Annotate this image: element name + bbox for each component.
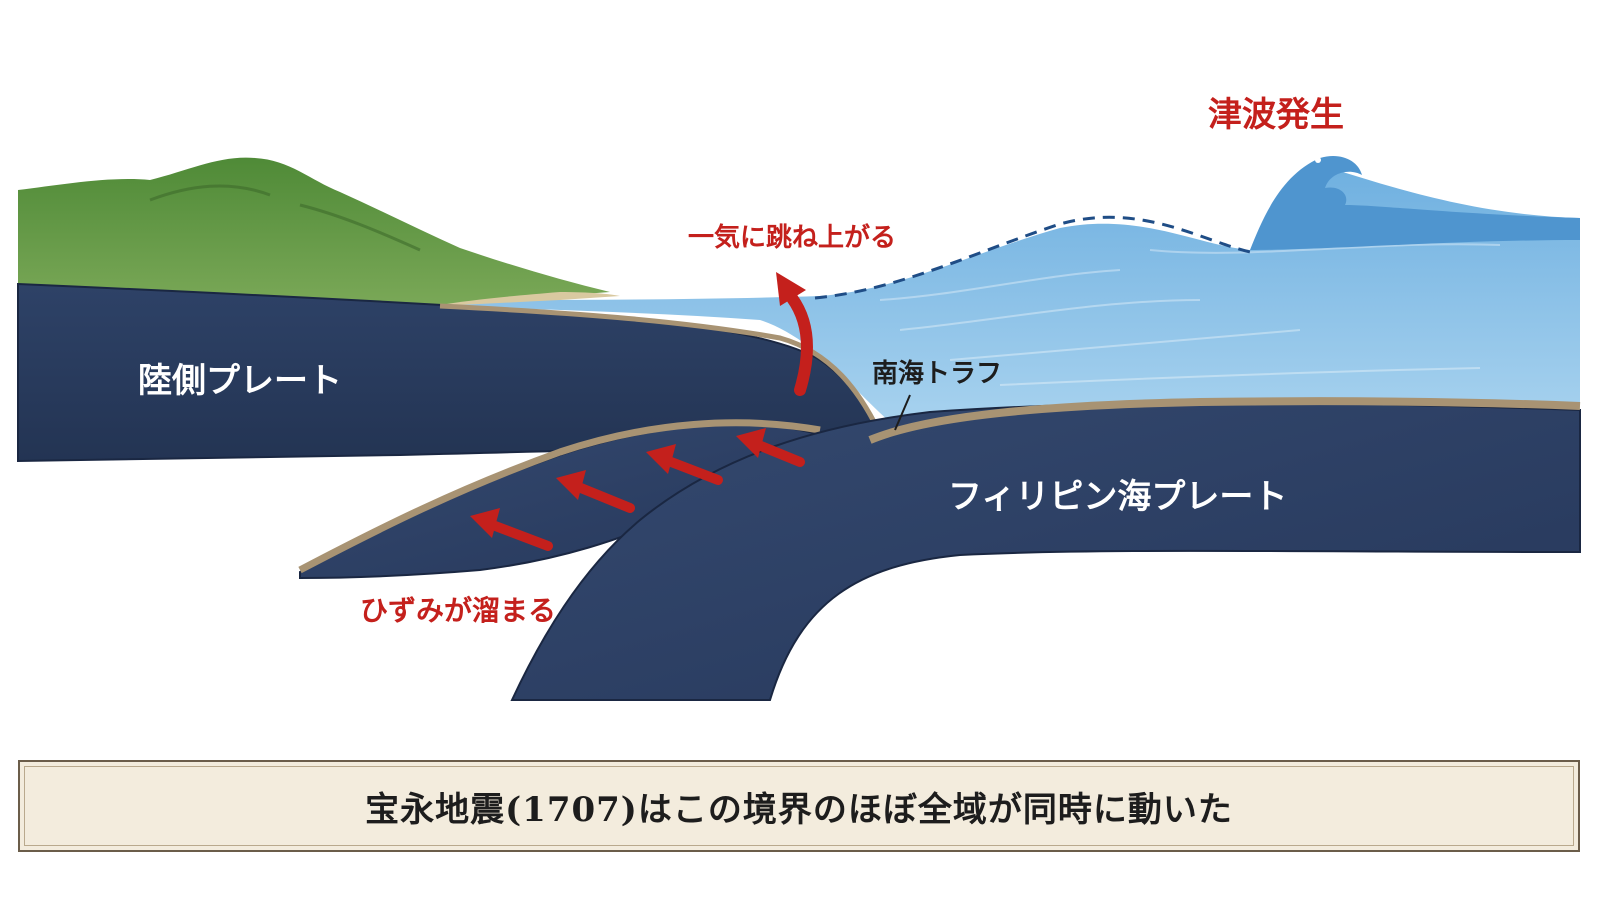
caption-box: 宝永地震(1707)はこの境界のほぼ全域が同時に動いた — [18, 760, 1580, 852]
strain-arrows — [470, 428, 805, 551]
red-arrow-icon — [646, 444, 723, 485]
trough-pointer-line — [894, 394, 911, 431]
red-arrow-icon — [556, 470, 635, 513]
slab-top-sediment — [298, 419, 821, 574]
wave-spray — [1260, 147, 1321, 199]
land-mountains — [18, 157, 610, 305]
breaking-wave-icon — [1250, 155, 1580, 250]
caption-text: 宝永地震(1707)はこの境界のほぼ全域が同時に動いた — [365, 789, 1233, 830]
land-plate-top-sediment — [439, 303, 885, 440]
trough-label: 南海トラフ — [872, 359, 1002, 389]
red-arrow-icon — [736, 428, 805, 467]
strain-label: ひずみが溜まる — [360, 594, 556, 627]
land-plate-label: 陸側プレート — [138, 361, 342, 401]
sea-plate-top-sediment — [868, 397, 1581, 444]
sea-plate-label: フィリピン海プレート — [948, 477, 1287, 517]
beach — [440, 292, 620, 306]
red-arrow-icon — [470, 508, 553, 551]
sea-streaks — [879, 243, 1501, 386]
tsunami-label: 津波発生 — [1208, 95, 1344, 135]
curved-up-arrow-icon — [776, 272, 813, 396]
rebound-label: 一気に跳ね上がる — [688, 222, 896, 253]
mountain-ridges — [149, 184, 421, 252]
